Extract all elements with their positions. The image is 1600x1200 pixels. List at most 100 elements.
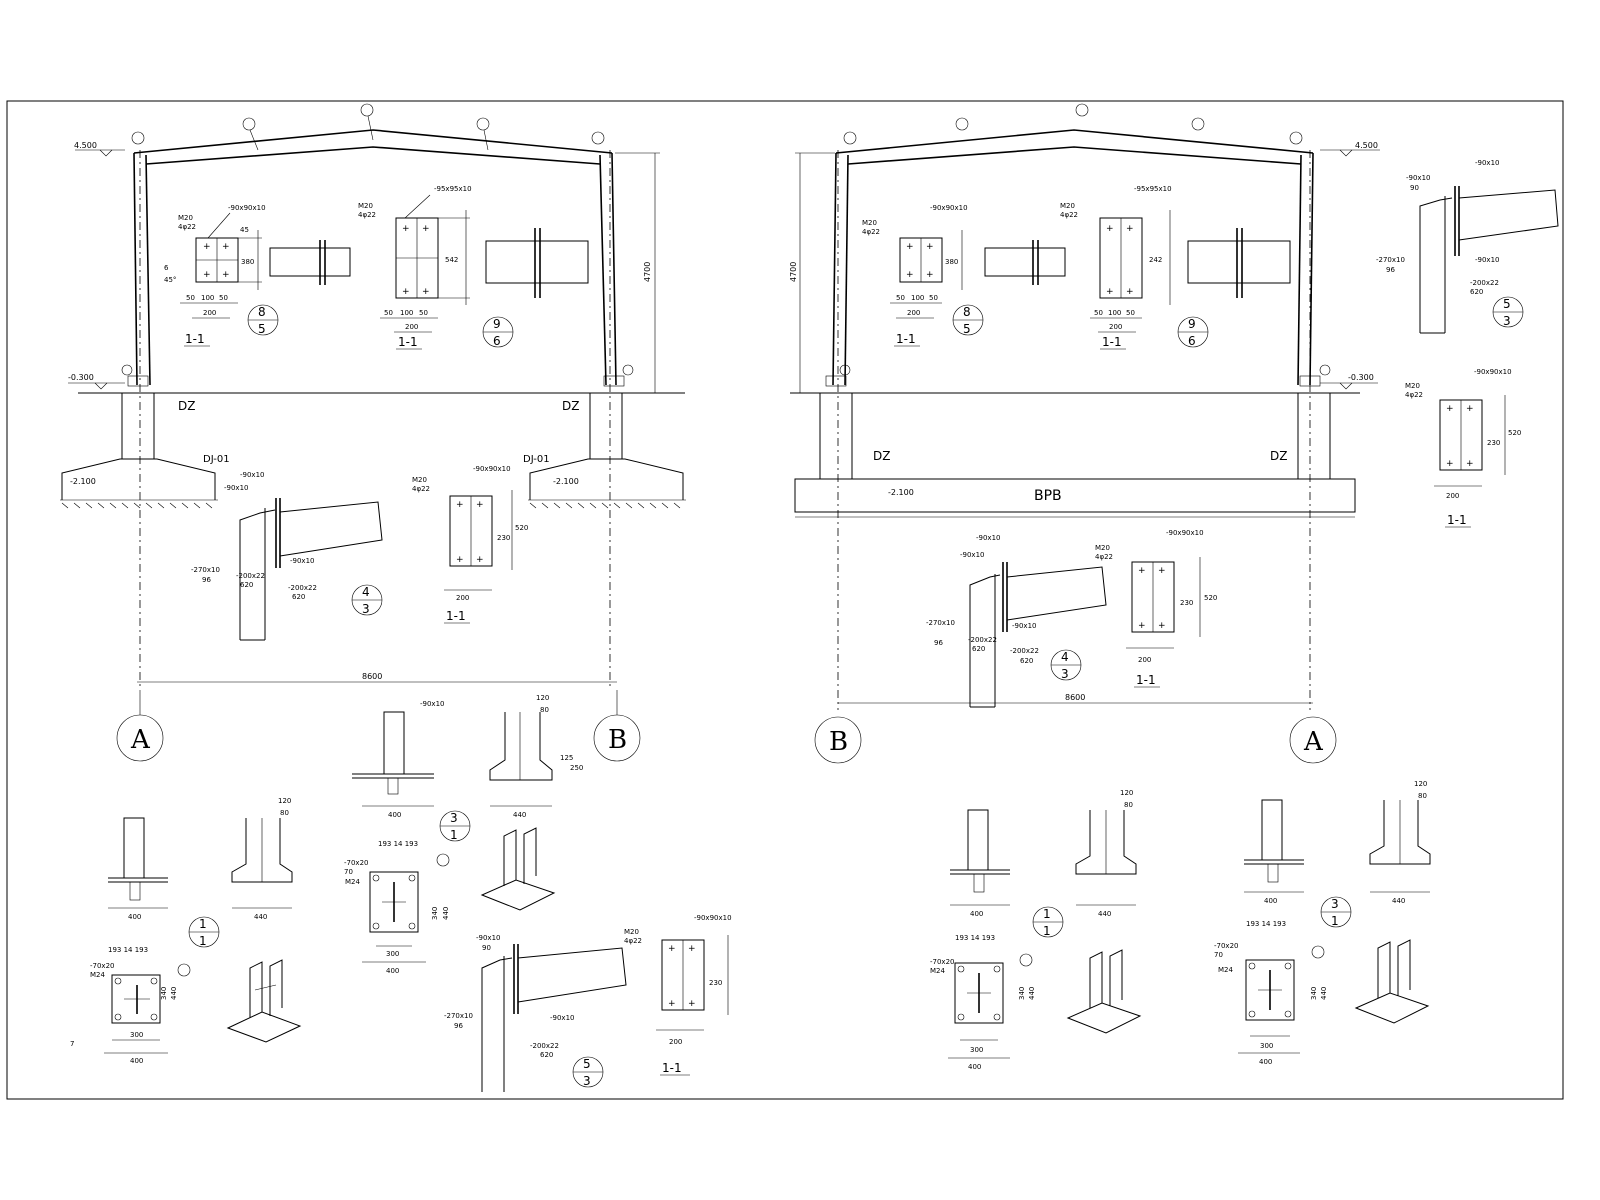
label-plate-notes-n520: 520: [1204, 594, 1217, 602]
label-callouts-c5-3-num: 5: [1503, 297, 1511, 311]
label-plate-dims-d300: 300: [130, 1031, 143, 1039]
svg-text:+: +: [476, 500, 484, 510]
svg-text:+: +: [1106, 287, 1114, 297]
label-bpb: BPB: [1034, 488, 1062, 504]
svg-text:+: +: [1446, 459, 1454, 469]
elev-found-left-2: -2.100: [553, 477, 579, 486]
label-plate-dims-d400: 400: [1264, 897, 1277, 905]
label-plate-notes-n90: 90: [1410, 184, 1419, 192]
left-plate-detail-3: ++ ++ 230 520 -90x90x10 M20 4φ22 200 1-1: [412, 465, 528, 624]
svg-text:+: +: [476, 555, 484, 565]
note-m20-1: M20: [178, 214, 193, 222]
label-plate-notes-p90x90x10: -90x90x10: [1166, 529, 1204, 537]
callout-3-1-right: 3 1: [1320, 896, 1352, 928]
label-symbols-angle-45: 45°: [164, 276, 176, 284]
label-plate-dims-d400: 400: [968, 1063, 981, 1071]
axis-left-b: B: [608, 725, 627, 755]
label-plate-dims-d100: 100: [1108, 309, 1121, 317]
axis-right-a: A: [1303, 727, 1324, 757]
label-plate-dims-d440: 440: [513, 811, 526, 819]
label-plate-dims-d440: 440: [254, 913, 267, 921]
label-plate-notes-phi22: 4φ22: [1095, 553, 1113, 561]
label-plate-notes-p90x10: -90x10: [976, 534, 1000, 542]
label-callouts-c3-1-den: 1: [1331, 914, 1339, 928]
label-callouts-c9-6-den: 6: [493, 334, 501, 348]
label-callouts-c4-3-num: 4: [362, 585, 370, 599]
label-plate-notes-m24: M24: [1218, 966, 1233, 974]
label-plate-dims-d340: 340: [431, 907, 439, 920]
label-plate-dims-d440: 440: [1028, 987, 1036, 1000]
axis-right-b: B: [829, 727, 848, 757]
label-dz-left-2: DZ: [562, 399, 579, 413]
svg-text:+: +: [456, 500, 464, 510]
label-plate-dims-d120: 120: [1414, 780, 1427, 788]
label-plate-notes-n96: 96: [1386, 266, 1395, 274]
label-plate-dims-d230: 230: [1180, 599, 1193, 607]
svg-text:+: +: [402, 287, 410, 297]
axis-left-a: A: [130, 725, 151, 755]
callout-5-3-right: 5 3: [1492, 296, 1524, 328]
label-plate-dims-d400: 400: [970, 910, 983, 918]
label-plate-notes-p90x10: -90x10: [960, 551, 984, 559]
right-iso-base-1: [1066, 949, 1142, 1034]
dim-span-right: 8600: [1065, 693, 1085, 702]
label-callouts-c4-3-den: 3: [362, 602, 370, 616]
label-plate-notes-n620: 620: [240, 581, 253, 589]
label-plate-notes-p200x22: -200x22: [1010, 647, 1039, 655]
svg-text:+: +: [688, 944, 696, 954]
label-callouts-c8-5-num: 8: [963, 305, 971, 319]
right-plate-detail-1: ++ ++ 380 -90x90x10 M20 4φ22 50 100 50 2…: [862, 204, 968, 347]
label-plate-dims-d400: 400: [388, 811, 401, 819]
label-plate-notes-p200x22: -200x22: [968, 636, 997, 644]
svg-text:+: +: [203, 242, 211, 252]
label-plate-dims-d200: 200: [907, 309, 920, 317]
svg-text:+: +: [422, 224, 430, 234]
label-plate-notes-p90x90x10: -90x90x10: [1474, 368, 1512, 376]
right-frame-elevation: 4.500 -0.300 4700 DZ DZ BPB -2.100 8600 …: [789, 103, 1380, 764]
label-plate-notes-n620: 620: [1020, 657, 1033, 665]
left-plate-detail-4: ++ ++ 230 -90x90x10 M20 4φ22 200 1-1: [624, 914, 732, 1076]
section-label-3: 1-1: [446, 609, 466, 623]
label-plate-notes-p200x22: -200x22: [236, 572, 265, 580]
label-plate-dims-d250: 250: [570, 764, 583, 772]
label-plate-dims-d193: 193 14 193: [955, 934, 995, 942]
svg-text:+: +: [1138, 621, 1146, 631]
callout-9-6-left: 9 6: [482, 316, 514, 348]
label-plate-notes-m20: M20: [412, 476, 427, 484]
svg-text:+: +: [1126, 224, 1134, 234]
left-knee-joint: -90x10 -90x10 -270x10 96 -200x22 620 -90…: [191, 471, 383, 641]
right-beam-splice-2: [1187, 228, 1291, 298]
label-plate-dims-d440: 440: [1320, 987, 1328, 1000]
label-plate-notes-n520: 520: [515, 524, 528, 532]
label-symbols-weld-7: 7: [70, 1040, 74, 1048]
left-base-detail-a: -90x10 400 120 80 125 250 440: [352, 694, 583, 819]
label-plate-notes-m20: M20: [624, 928, 639, 936]
right-plate-detail-3: ++ ++ 230 520 -90x90x10 M20 4φ22 200 1-1: [1405, 368, 1521, 528]
purlin-marks: [131, 103, 605, 151]
right-anchor-plan-1: 193 14 193 -70x20 M24 300 400 340 440: [930, 934, 1036, 1071]
left-knee-joint-2: -90x10 90 -270x10 96 -90x10 -200x22 620: [444, 934, 627, 1092]
section-label-8: 1-1: [1136, 673, 1156, 687]
svg-text:+: +: [456, 555, 464, 565]
label-plate-notes-p90x10: -90x10: [224, 484, 248, 492]
label-plate-dims-d440: 440: [170, 987, 178, 1000]
label-plate-dims-d200: 200: [1446, 492, 1459, 500]
label-callouts-c8-5-num: 8: [258, 305, 266, 319]
svg-text:+: +: [926, 242, 934, 252]
label-callouts-c5-3-den: 3: [583, 1074, 591, 1088]
label-plate-notes-p270x10: -270x10: [444, 1012, 473, 1020]
label-plate-dims-d440: 440: [1392, 897, 1405, 905]
callout-4-3-left: 4 3: [351, 584, 383, 616]
section-label-4: 1-1: [662, 1061, 682, 1075]
label-plate-notes-p270x10: -270x10: [191, 566, 220, 574]
elev-found-right: -2.100: [888, 488, 914, 497]
label-plate-dims-d193: 193 14 193: [378, 840, 418, 848]
section-label-6: 1-1: [1102, 335, 1122, 349]
label-plate-dims-d230: 230: [497, 534, 510, 542]
right-base-detail-2: 400 120 80 440: [1244, 780, 1431, 905]
label-callouts-c5-3-num: 5: [583, 1057, 591, 1071]
svg-text:+: +: [1126, 287, 1134, 297]
section-label-2: 1-1: [398, 335, 418, 349]
label-plate-dims-d300: 300: [386, 950, 399, 958]
